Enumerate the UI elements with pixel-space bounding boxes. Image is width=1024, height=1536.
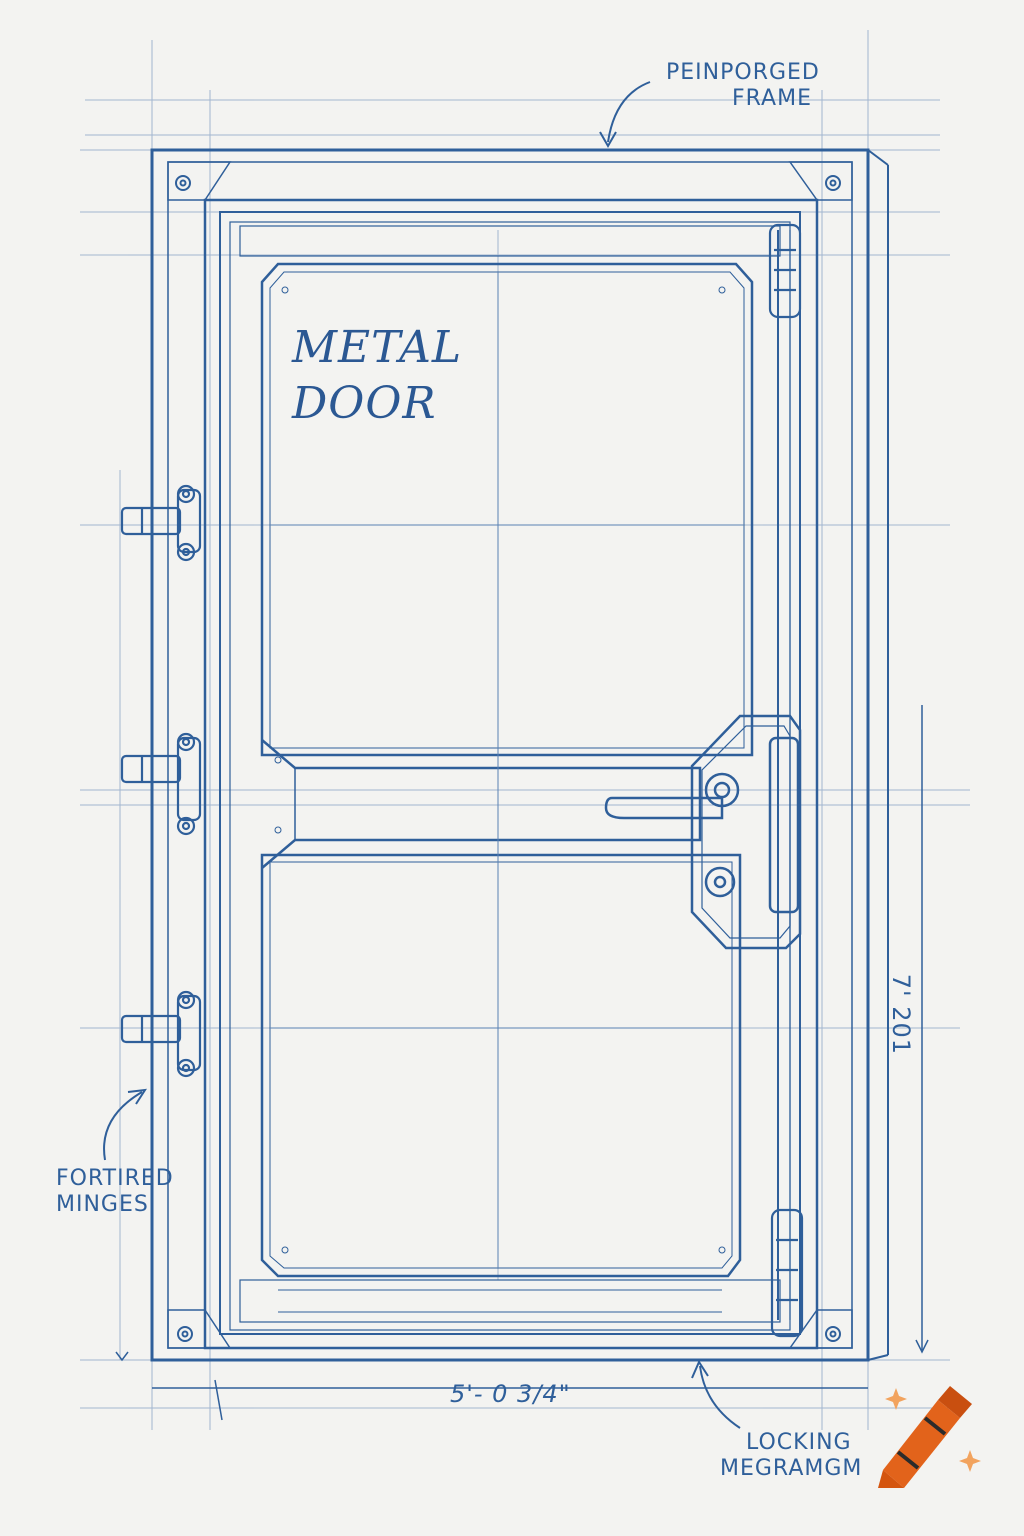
locking-mechanism — [604, 714, 802, 950]
lock-label: LOCKING MEGRAMGM — [720, 1430, 862, 1483]
leader-arrows — [103, 81, 741, 1429]
crayon-logo-icon — [878, 1386, 981, 1488]
drawing-title: METAL DOOR — [292, 320, 462, 432]
lock-label-line-2: MEGRAMGM — [720, 1456, 863, 1482]
width-dimension: 5'- 0 3/4" — [450, 1380, 571, 1408]
height-dimension: 7' 201 — [887, 973, 916, 1056]
lock-label-line-1: LOCKING — [746, 1430, 852, 1455]
frame-label-line-2: FRAME — [732, 86, 812, 112]
pin-bottom — [770, 1208, 804, 1338]
hinges-label-line-1: FORTIRED — [56, 1166, 174, 1191]
frame-bolts — [175, 175, 841, 1342]
hinge-bottom — [120, 990, 202, 1078]
hinges-label: FORTIRED MINGES — [56, 1166, 174, 1219]
construction-lines — [80, 30, 970, 1430]
frame-label-line-1: PEINPORGED — [666, 60, 820, 85]
frame-label: PEINPORGED FRAME — [666, 60, 820, 113]
reinforced-frame — [150, 148, 889, 1362]
title-line-2: DOOR — [292, 378, 437, 429]
pin-top — [768, 223, 802, 319]
hinges-label-line-2: MINGES — [56, 1192, 149, 1218]
hinge-top — [120, 484, 202, 562]
dimension-lines — [115, 705, 929, 1421]
hinge-middle — [120, 732, 202, 836]
title-line-1: METAL — [292, 322, 463, 373]
